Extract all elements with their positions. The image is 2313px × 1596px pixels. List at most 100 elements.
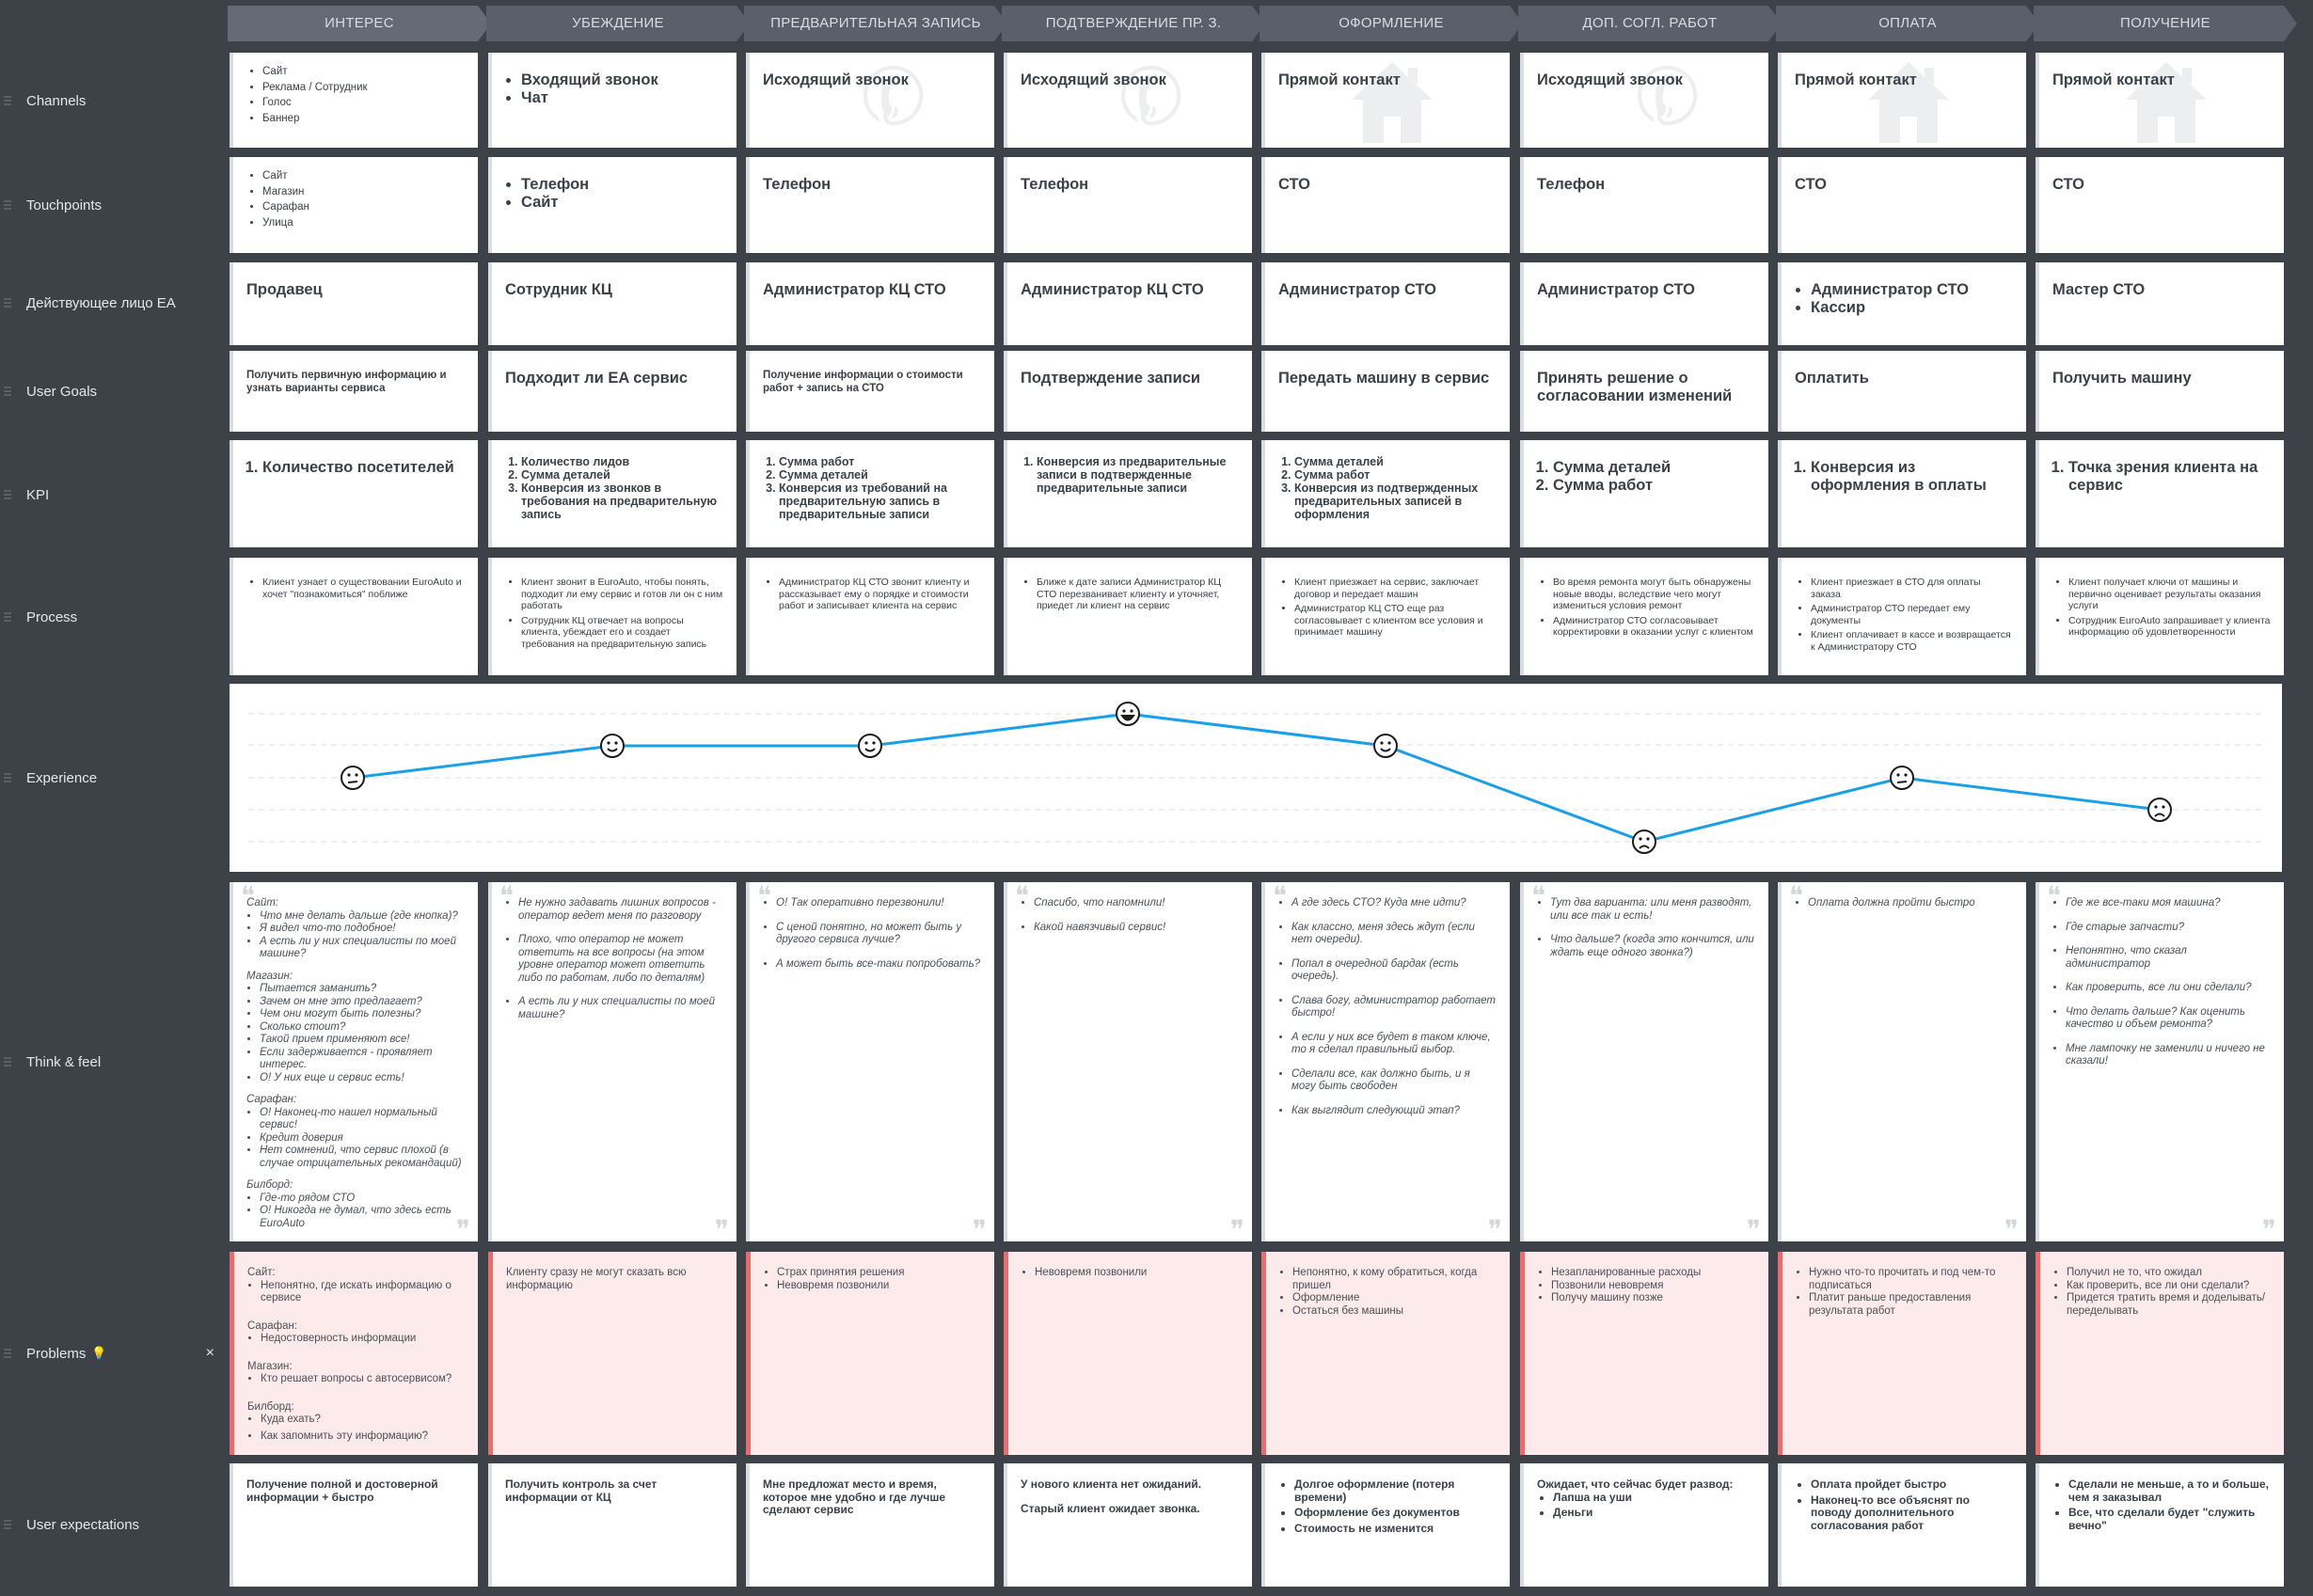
stage-tab-6[interactable]: ДОП. СОГЛ. РАБОТ: [1518, 6, 1782, 41]
close-icon[interactable]: ×: [205, 1345, 214, 1361]
actor-card-4[interactable]: Администратор КЦ СТО: [1004, 262, 1252, 345]
goals-card-8[interactable]: Получить машину: [2036, 351, 2284, 432]
channels-card-1[interactable]: СайтРеклама / СотрудникГолосБаннер: [230, 53, 478, 148]
process-card-6[interactable]: Во время ремонта могут быть обнаружены н…: [1520, 558, 1768, 675]
expectations-card-1[interactable]: Получение полной и достоверной информаци…: [230, 1463, 478, 1587]
mood-neutral-icon[interactable]: [1890, 766, 1914, 790]
row-label-kpi[interactable]: KPI: [0, 483, 224, 506]
touchpoints-card-7[interactable]: СТО: [1778, 157, 2026, 253]
actor-card-8[interactable]: Мастер СТО: [2036, 262, 2284, 345]
goals-card-3[interactable]: Получение информации о стоимости работ +…: [746, 351, 994, 432]
expectations-card-6[interactable]: Ожидает, что сейчас будет развод:Лапша н…: [1520, 1463, 1768, 1587]
process-card-7[interactable]: Клиент приезжает в СТО для оплаты заказа…: [1778, 558, 2026, 675]
expectations-card-5[interactable]: Долгое оформление (потеря времени)Оформл…: [1261, 1463, 1510, 1587]
touchpoints-card-6[interactable]: Телефон: [1520, 157, 1768, 253]
drag-handle-icon[interactable]: [4, 1520, 11, 1529]
problems-card-5[interactable]: Непонятно, к кому обратиться, когда приш…: [1261, 1252, 1510, 1455]
goals-card-6[interactable]: Принять решение о согласовании изменений: [1520, 351, 1768, 432]
channels-card-4[interactable]: ✆Исходящий звонок: [1004, 53, 1252, 148]
process-card-3[interactable]: Администратор КЦ СТО звонит клиенту и ра…: [746, 558, 994, 675]
kpi-card-1[interactable]: Количество посетителей: [230, 440, 478, 547]
row-label-problems[interactable]: Problems💡×: [0, 1342, 224, 1365]
drag-handle-icon[interactable]: [4, 387, 11, 396]
drag-handle-icon[interactable]: [4, 1349, 11, 1358]
stage-tab-3[interactable]: ПРЕДВАРИТЕЛЬНАЯ ЗАПИСЬ: [744, 6, 1007, 41]
think-card-1[interactable]: ❝❞Сайт:Что мне делать дальше (где кнопка…: [230, 882, 478, 1241]
drag-handle-icon[interactable]: [4, 773, 11, 782]
expectations-card-7[interactable]: Оплата пройдет быстроНаконец-то все объя…: [1778, 1463, 2026, 1587]
goals-card-4[interactable]: Подтверждение записи: [1004, 351, 1252, 432]
touchpoints-card-2[interactable]: ТелефонСайт: [488, 157, 737, 253]
mood-neutral-icon[interactable]: [341, 766, 365, 790]
channels-card-6[interactable]: ✆Исходящий звонок: [1520, 53, 1768, 148]
mood-sad-icon[interactable]: [2147, 798, 2172, 822]
process-card-5[interactable]: Клиент приезжает на сервис, заключает до…: [1261, 558, 1510, 675]
think-card-6[interactable]: ❝❞Тут два варианта: или меня разводят, и…: [1520, 882, 1768, 1241]
stage-tab-2[interactable]: УБЕЖДЕНИЕ: [486, 6, 750, 41]
goals-card-7[interactable]: Оплатить: [1778, 351, 2026, 432]
drag-handle-icon[interactable]: [4, 298, 11, 308]
drag-handle-icon[interactable]: [4, 1057, 11, 1067]
think-card-4[interactable]: ❝❞Спасибо, что напомнили!Какой навязчивы…: [1004, 882, 1252, 1241]
process-card-4[interactable]: Ближе к дате записи Администратор КЦ СТО…: [1004, 558, 1252, 675]
kpi-card-3[interactable]: Сумма работСумма деталейКонверсия из тре…: [746, 440, 994, 547]
actor-card-3[interactable]: Администратор КЦ СТО: [746, 262, 994, 345]
actor-card-5[interactable]: Администратор СТО: [1261, 262, 1510, 345]
row-label-think[interactable]: Think & feel: [0, 1051, 224, 1073]
think-card-8[interactable]: ❝❞Где же все-таки моя машина?Где старые …: [2036, 882, 2284, 1241]
problems-card-2[interactable]: Клиенту сразу не могут сказать всю инфор…: [488, 1252, 737, 1455]
touchpoints-card-1[interactable]: СайтМагазинСарафанУлица: [230, 157, 478, 253]
kpi-card-5[interactable]: Сумма деталейСумма работКонверсия из под…: [1261, 440, 1510, 547]
drag-handle-icon[interactable]: [4, 96, 11, 105]
think-card-5[interactable]: ❝❞А где здесь СТО? Куда мне идти?Как кла…: [1261, 882, 1510, 1241]
drag-handle-icon[interactable]: [4, 490, 11, 499]
expectations-card-4[interactable]: У нового клиента нет ожиданий.Старый кли…: [1004, 1463, 1252, 1587]
stage-tab-8[interactable]: ПОЛУЧЕНИЕ: [2034, 6, 2297, 41]
touchpoints-card-5[interactable]: СТО: [1261, 157, 1510, 253]
problems-card-3[interactable]: Страх принятия решенияНевовремя позвонил…: [746, 1252, 994, 1455]
mood-happy-icon[interactable]: [858, 734, 882, 758]
process-card-2[interactable]: Клиент звонит в EuroAuto, чтобы понять, …: [488, 558, 737, 675]
stage-tab-5[interactable]: ОФОРМЛЕНИЕ: [1259, 6, 1523, 41]
process-card-1[interactable]: Клиент узнает о существовании EuroAuto и…: [230, 558, 478, 675]
drag-handle-icon[interactable]: [4, 200, 11, 210]
mood-happy-icon[interactable]: [1373, 734, 1398, 758]
row-label-expectations[interactable]: User expectations: [0, 1513, 224, 1536]
expectations-card-3[interactable]: Мне предложат место и время, которое мне…: [746, 1463, 994, 1587]
row-label-process[interactable]: Process: [0, 606, 224, 628]
problems-card-8[interactable]: Получил не то, что ожидалКак проверить, …: [2036, 1252, 2284, 1455]
goals-card-1[interactable]: Получить первичную информацию и узнать в…: [230, 351, 478, 432]
actor-card-2[interactable]: Сотрудник КЦ: [488, 262, 737, 345]
touchpoints-card-3[interactable]: Телефон: [746, 157, 994, 253]
actor-card-1[interactable]: Продавец: [230, 262, 478, 345]
row-label-goals[interactable]: User Goals: [0, 380, 224, 403]
channels-card-7[interactable]: Прямой контакт: [1778, 53, 2026, 148]
stage-tab-1[interactable]: ИНТЕРЕС: [228, 6, 491, 41]
touchpoints-card-8[interactable]: СТО: [2036, 157, 2284, 253]
actor-card-7[interactable]: Администратор СТОКассир: [1778, 262, 2026, 345]
actor-card-6[interactable]: Администратор СТО: [1520, 262, 1768, 345]
expectations-card-8[interactable]: Сделали не меньше, а то и больше, чем я …: [2036, 1463, 2284, 1587]
goals-card-2[interactable]: Подходит ли EA сервис: [488, 351, 737, 432]
kpi-card-8[interactable]: Точка зрения клиента на сервис: [2036, 440, 2284, 547]
problems-card-4[interactable]: Невовремя позвонили: [1004, 1252, 1252, 1455]
channels-card-3[interactable]: ✆Исходящий звонок: [746, 53, 994, 148]
kpi-card-6[interactable]: Сумма деталейСумма работ: [1520, 440, 1768, 547]
goals-card-5[interactable]: Передать машину в сервис: [1261, 351, 1510, 432]
mood-very-happy-icon[interactable]: [1116, 702, 1140, 726]
think-card-3[interactable]: ❝❞О! Так оперативно перезвонили!С ценой …: [746, 882, 994, 1241]
stage-tab-4[interactable]: ПОДТВЕРЖДЕНИЕ ПР. З.: [1002, 6, 1265, 41]
channels-card-5[interactable]: Прямой контакт: [1261, 53, 1510, 148]
problems-card-1[interactable]: Сайт:Непонятно, где искать информацию о …: [230, 1252, 478, 1455]
row-label-experience[interactable]: Experience: [0, 766, 224, 789]
think-card-2[interactable]: ❝❞Не нужно задавать лишних вопросов - оп…: [488, 882, 737, 1241]
kpi-card-2[interactable]: Количество лидовСумма деталейКонверсия и…: [488, 440, 737, 547]
problems-card-7[interactable]: Нужно что-то прочитать и под чем-то подп…: [1778, 1252, 2026, 1455]
kpi-card-4[interactable]: Конверсия из предварительные записи в по…: [1004, 440, 1252, 547]
think-card-7[interactable]: ❝❞Оплата должна пройти быстро: [1778, 882, 2026, 1241]
row-label-actor[interactable]: Действующее лицо EA: [0, 292, 224, 314]
kpi-card-7[interactable]: Конверсия из оформления в оплаты: [1778, 440, 2026, 547]
expectations-card-2[interactable]: Получить контроль за счет информации от …: [488, 1463, 737, 1587]
channels-card-2[interactable]: Входящий звонокЧат: [488, 53, 737, 148]
mood-sad-icon[interactable]: [1632, 830, 1656, 854]
